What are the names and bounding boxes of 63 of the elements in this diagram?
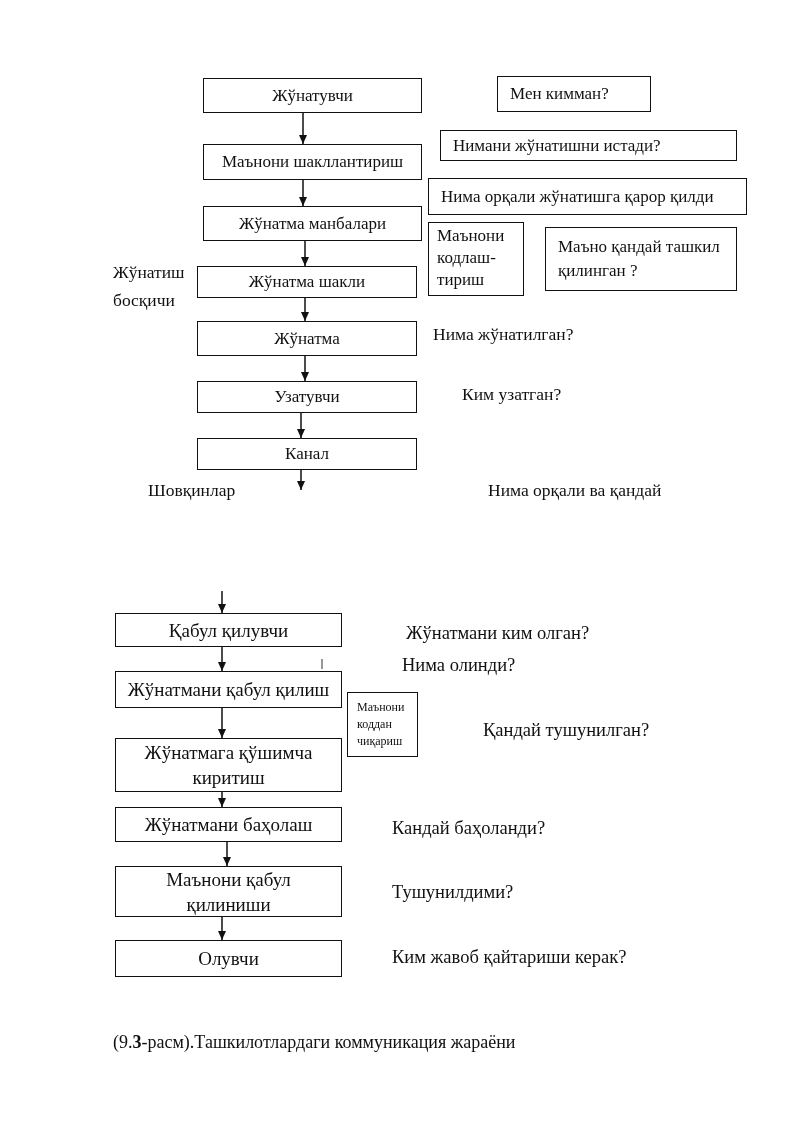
arrow <box>218 646 226 672</box>
box-text: Жўнатма шакли <box>248 271 366 293</box>
question-label: Нима олинди? <box>402 654 516 676</box>
box-text: Маънони кодлаш-тириш <box>437 225 506 291</box>
question-label: Нима орқали ва қандай <box>488 479 662 501</box>
process-box <box>203 144 422 180</box>
process-box <box>203 78 422 113</box>
process-box <box>115 613 342 647</box>
note-box <box>347 692 418 757</box>
arrow <box>218 590 226 614</box>
arrow <box>218 916 226 941</box>
question-label: Ким узатган? <box>462 383 562 405</box>
box-text: Нима орқали жўнатишга қарор қилди <box>441 185 714 208</box>
process-box <box>197 266 417 298</box>
process-box <box>115 940 342 977</box>
box-text: Олувчи <box>198 947 259 971</box>
box-text: Канал <box>285 443 329 465</box>
box-text: Жўнатувчи <box>272 84 353 107</box>
process-box <box>203 206 422 241</box>
arrow <box>218 707 226 739</box>
box-text: Маънони қабул қилиниши <box>165 867 292 917</box>
process-box <box>115 671 342 708</box>
process-box <box>197 321 417 356</box>
noise-label: Шовқинлар <box>148 479 236 501</box>
process-box <box>197 438 417 470</box>
question-label: Нима жўнатилган? <box>433 323 574 345</box>
arrow <box>301 240 309 267</box>
question-box <box>440 130 737 161</box>
arrow <box>299 179 307 207</box>
box-text: Нимани жўнатишни истади? <box>453 134 661 157</box>
question-label: Кандай баҳоланди? <box>392 817 546 839</box>
box-text: Жўнатмага қўшимча киритиш <box>143 741 314 790</box>
box-text: Маънони коддан чиқариш <box>357 699 406 750</box>
arrow <box>297 469 305 491</box>
box-text: Маънони шакллантириш <box>221 151 404 173</box>
question-box <box>428 178 747 215</box>
arrow <box>301 297 309 322</box>
question-label: Тушунилдими? <box>392 881 514 903</box>
box-text: Мен кимман? <box>510 83 609 105</box>
process-box <box>197 381 417 413</box>
question-box <box>497 76 651 112</box>
caption: (9.3-расм).Ташкилотлардаги коммуникация жараёни <box>113 1031 516 1054</box>
box-text: Узатувчи <box>274 386 340 408</box>
question-box <box>545 227 737 291</box>
process-box <box>115 807 342 842</box>
note-box <box>428 222 524 296</box>
arrow <box>223 841 231 867</box>
question-label: Қандай тушунилган? <box>483 719 650 741</box>
stage-label: Жўнатиш босқичи <box>113 261 186 312</box>
arrow <box>297 412 305 439</box>
box-text: Жўнатмани қабул қилиш <box>127 678 330 702</box>
box-text: Жўнатма манбалари <box>238 212 387 235</box>
process-box <box>115 866 342 917</box>
arrow <box>299 112 307 145</box>
question-label: Жўнатмани ким олган? <box>406 622 590 644</box>
process-box <box>115 738 342 792</box>
box-text: Қабул қилувчи <box>168 618 289 643</box>
arrow <box>218 791 226 808</box>
box-text: Маъно қандай ташкил қилинган ? <box>558 236 721 282</box>
box-text: Жўнатмани баҳолаш <box>144 813 313 837</box>
box-text: Жўнатма <box>274 327 340 350</box>
question-label: Ким жавоб қайтариши керак? <box>392 946 627 968</box>
arrow <box>301 355 309 382</box>
